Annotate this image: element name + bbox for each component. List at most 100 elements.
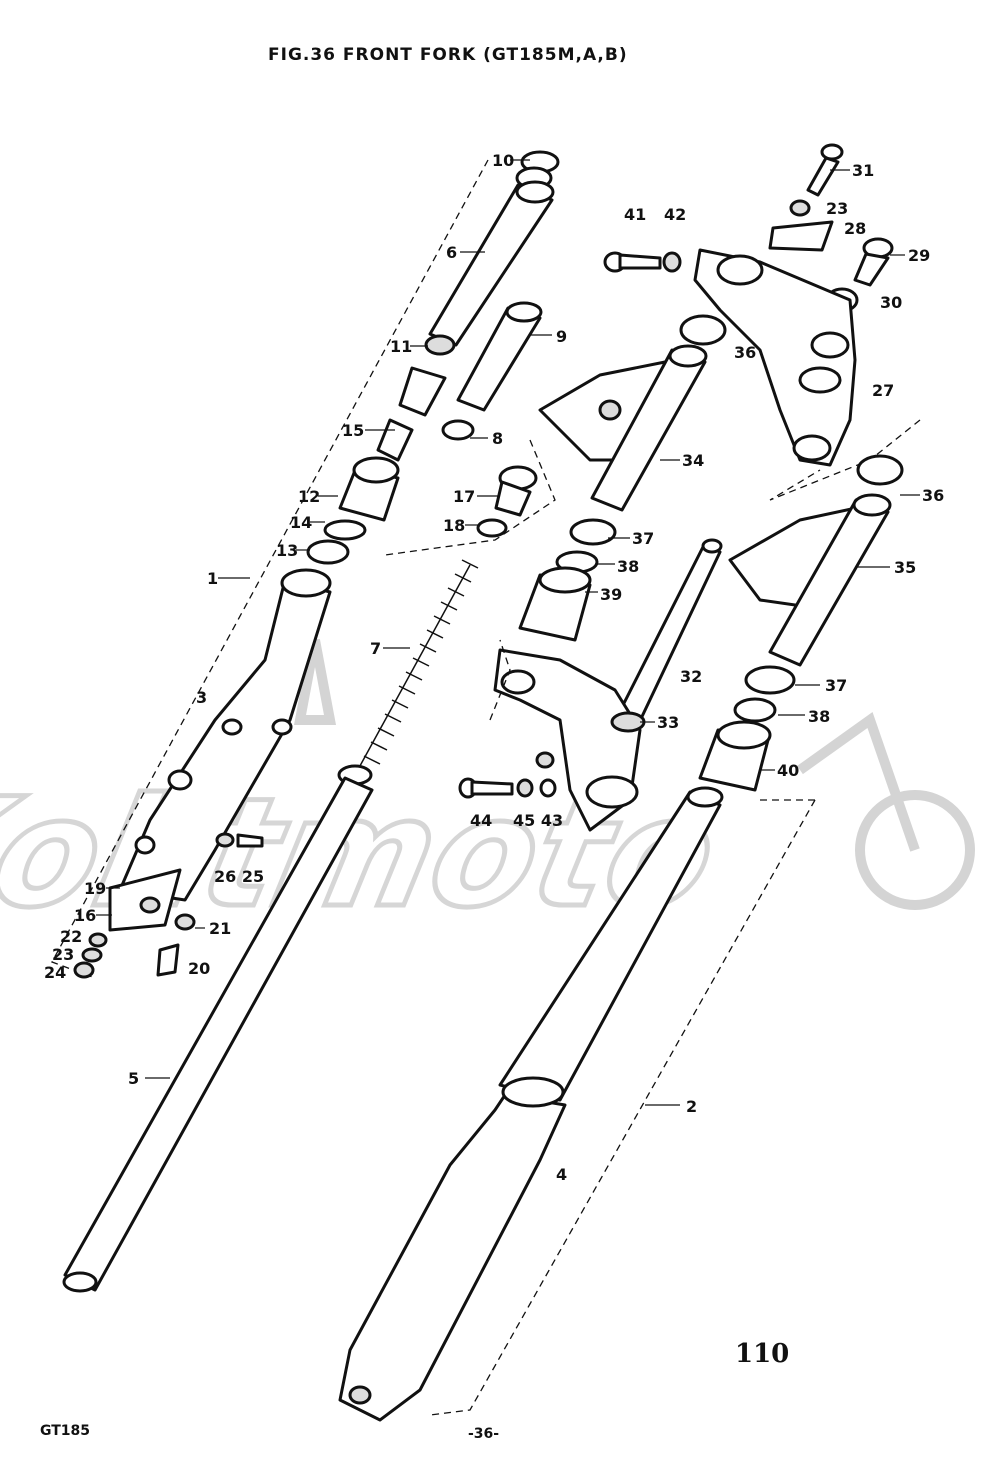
callout-44: 44 (470, 811, 492, 830)
part-23-washer (789, 199, 811, 217)
part-39-seal-holder (518, 566, 592, 642)
callout-11: 11 (390, 337, 412, 356)
page-footer: -36- (468, 1426, 499, 1442)
callout-27: 27 (872, 381, 894, 400)
callout-41: 41 (624, 205, 646, 224)
part-28-clamp (768, 220, 834, 252)
watermark-frame (797, 712, 920, 852)
callout-32: 32 (680, 667, 702, 686)
part-26-25-washers (215, 832, 264, 848)
callout-labels: 10 6 11 9 8 15 12 14 13 1 3 7 17 18 26 2… (44, 151, 944, 1184)
part-7-spring (337, 559, 479, 786)
assembly-33-outline (489, 639, 511, 721)
callout-26-25: 26 25 (214, 867, 264, 886)
part-12-seal-holder (338, 456, 400, 522)
part-43-nut (535, 751, 557, 798)
part-44-bolt (458, 777, 514, 799)
callout-38-left: 38 (617, 557, 639, 576)
part-15-piston (376, 366, 447, 462)
part-33-lower-bracket (493, 648, 646, 832)
callout-15: 15 (342, 421, 364, 440)
callout-10: 10 (492, 151, 514, 170)
part-40-seal-holder (698, 720, 772, 792)
callout-29: 29 (908, 246, 930, 265)
callout-34: 34 (682, 451, 704, 470)
callout-16: 16 (74, 906, 96, 925)
part-35-cover (728, 493, 892, 667)
callout-12: 12 (298, 487, 320, 506)
callout-24: 24 (44, 963, 66, 982)
callout-18: 18 (443, 516, 465, 535)
part-16-axle-holder (108, 868, 182, 932)
part-17-bolt (494, 465, 538, 517)
callout-38-right: 38 (808, 707, 830, 726)
part-37-ring-a (569, 518, 617, 546)
part-21-nut (174, 913, 196, 931)
callout-39: 39 (600, 585, 622, 604)
watermark-tower (293, 639, 337, 725)
callout-9: 9 (556, 327, 567, 346)
callout-37-left: 37 (632, 529, 654, 548)
part-8-washer (441, 419, 475, 441)
part-41-bolt (603, 251, 662, 273)
part-9-spacer (456, 301, 543, 412)
part-14-ring (323, 519, 367, 541)
page-number: 110 (735, 1339, 789, 1369)
callout-5: 5 (128, 1069, 139, 1088)
part-18-washer (476, 518, 508, 538)
assembly-1-outline (51, 159, 489, 979)
callout-3: 3 (196, 688, 207, 707)
part-31-bolt (806, 143, 844, 197)
assembly-7-outline (384, 439, 556, 556)
part-36-ring-a (679, 314, 727, 346)
callout-19: 19 (84, 879, 106, 898)
callout-35: 35 (894, 558, 916, 577)
callout-1: 1 (207, 569, 218, 588)
bolt-stack-22-24 (73, 932, 108, 979)
callout-23-right: 23 (826, 199, 848, 218)
figure-title: FIG.36 FRONT FORK (GT185M,A,B) (268, 45, 628, 65)
callout-20: 20 (188, 959, 210, 978)
callout-2: 2 (686, 1097, 697, 1116)
part-42-nut (662, 251, 682, 273)
part-13-seal (306, 539, 350, 565)
assembly-2-outline (429, 799, 816, 1416)
part-36-ring-b (856, 454, 904, 486)
part-34-cover (538, 344, 708, 512)
callout-22: 22 (60, 927, 82, 946)
callout-13: 13 (276, 541, 298, 560)
part-6-inner-tube (428, 180, 555, 347)
part-11-ring (424, 334, 456, 356)
callout-28: 28 (844, 219, 866, 238)
callout-37-right: 37 (825, 676, 847, 695)
model-code: GT185 (40, 1423, 90, 1439)
callout-6: 6 (446, 243, 457, 262)
callout-14: 14 (290, 513, 312, 532)
part-4-outer-tube (338, 786, 724, 1422)
callout-4: 4 (556, 1165, 567, 1184)
callout-45-43: 45 43 (513, 811, 563, 830)
callout-30: 30 (880, 293, 902, 312)
callout-40: 40 (777, 761, 799, 780)
callout-36-right: 36 (922, 486, 944, 505)
watermark-wheel (855, 790, 975, 910)
part-27-upper-bracket (693, 248, 857, 467)
part-5-slider-tube (62, 776, 374, 1293)
callout-31: 31 (852, 161, 874, 180)
callout-36-top: 36 (734, 343, 756, 362)
leader-lines (96, 159, 920, 1106)
callout-8: 8 (492, 429, 503, 448)
callout-33: 33 (657, 713, 679, 732)
part-37-ring-b (744, 665, 796, 695)
callout-17: 17 (453, 487, 475, 506)
callout-23-left: 23 (52, 945, 74, 964)
part-29-bolt (853, 237, 894, 287)
part-20-bolt (156, 943, 180, 977)
callout-21: 21 (209, 919, 231, 938)
part-45-washer (516, 778, 534, 798)
callout-7: 7 (370, 639, 381, 658)
part-38-ring-b (733, 697, 777, 723)
callout-42: 42 (664, 205, 686, 224)
